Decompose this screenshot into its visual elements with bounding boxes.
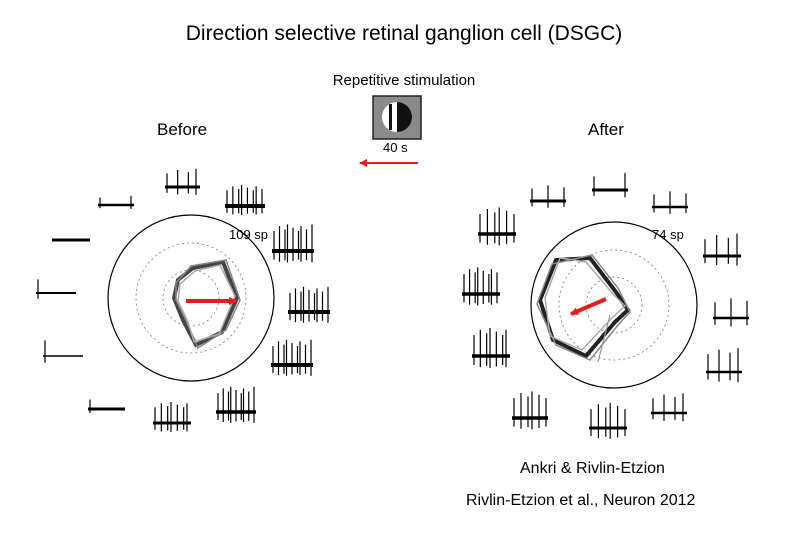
spike-trace	[512, 391, 548, 430]
spike-trace	[703, 233, 741, 266]
figure-title: Direction selective retinal ganglion cel…	[185, 22, 623, 45]
spike-trace	[713, 298, 749, 327]
spike-trace	[478, 207, 516, 246]
after-panel-label: After	[588, 120, 624, 139]
before-polar-plot	[107, 214, 275, 382]
spike-trace	[472, 328, 510, 368]
spike-trace	[88, 399, 125, 414]
before-panel-label: Before	[157, 120, 208, 139]
stimulation-label: Repetitive stimulation	[332, 72, 476, 89]
spike-trace	[288, 286, 330, 323]
spike-trace	[225, 185, 265, 215]
stimulus-icon	[372, 95, 422, 140]
spike-trace	[589, 402, 627, 439]
spike-trace	[271, 339, 313, 376]
after-polar-plot	[530, 221, 698, 389]
spike-trace	[651, 393, 687, 422]
spike-trace	[153, 402, 191, 432]
spike-trace	[36, 279, 76, 299]
spike-trace	[652, 191, 688, 214]
spike-traces	[36, 168, 749, 439]
spike-trace	[98, 195, 134, 209]
spike-trace	[165, 168, 200, 195]
credit-citation: Rivlin-Etzion et al., Neuron 2012	[466, 492, 696, 509]
spike-trace	[43, 340, 83, 363]
after-max-rate-label: 74 sp	[652, 227, 684, 242]
spike-trace	[530, 185, 566, 208]
before-max-rate-label: 109 sp	[229, 227, 269, 242]
spike-trace	[272, 224, 314, 263]
spike-trace	[462, 267, 500, 306]
spike-trace	[592, 172, 628, 198]
spike-trace	[706, 348, 742, 383]
credit-authors: Ankri & Rivlin-Etzion	[520, 460, 665, 477]
stimulation-duration: 40 s	[383, 140, 408, 155]
spike-trace	[216, 386, 256, 423]
